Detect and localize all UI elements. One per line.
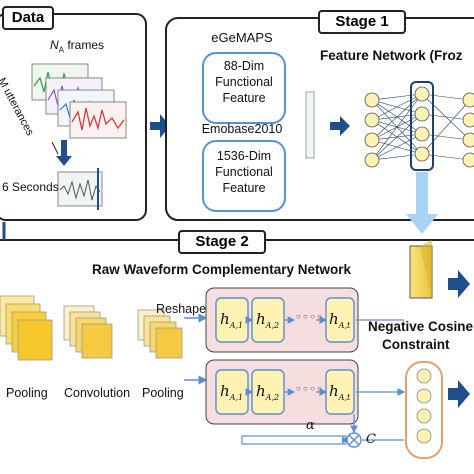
waveform-network-title: Raw Waveform Complementary Network xyxy=(92,262,352,277)
h-at-row1: hA,t xyxy=(329,310,351,330)
h-a2-row2: hA,2 xyxy=(256,382,280,402)
pooling1-label: Pooling xyxy=(6,386,48,400)
alpha-label: α xyxy=(306,418,315,433)
h-a1-row2: hA,1 xyxy=(220,382,244,402)
emobase-label: Emobase2010 xyxy=(201,122,283,136)
stage1-badge-label: Stage 1 xyxy=(335,13,389,30)
six-second-waveform xyxy=(57,168,103,210)
pooling2-label: Pooling xyxy=(142,386,184,400)
seconds-label: 6 Seconds xyxy=(2,180,59,194)
highlighted-layer xyxy=(410,81,434,171)
stage1-to-network-arrow xyxy=(330,116,350,136)
frames-label: NA frames xyxy=(50,38,105,55)
c-label: C xyxy=(366,432,376,447)
h-a1-row1: hA,1 xyxy=(220,310,244,330)
stage2-badge-label: Stage 2 xyxy=(195,233,249,250)
lstm-links xyxy=(245,316,328,396)
utterances-line xyxy=(51,141,59,155)
egemaps-label: eGeMAPS xyxy=(211,30,273,45)
constraint-out-arrow xyxy=(448,380,470,408)
feature-out-arrow xyxy=(448,270,470,298)
stage1-badge: Stage 1 xyxy=(318,10,406,34)
blue-down-arrow-shaft xyxy=(416,172,428,216)
negative-cosine-constraint: Negative Cosine Constraint xyxy=(368,319,474,352)
data-down-arrowhead xyxy=(56,156,72,166)
feature-1536-box xyxy=(202,140,286,212)
stage2-badge: Stage 2 xyxy=(178,230,266,254)
convolution-label: Convolution xyxy=(64,386,131,400)
dots-row2: ○ ○ ○ ○ xyxy=(296,384,322,393)
data-badge: Data xyxy=(2,6,54,30)
data-badge-label: Data xyxy=(11,9,45,26)
blue-down-arrowhead xyxy=(406,214,438,234)
feature-88-box xyxy=(202,52,286,124)
feature-network xyxy=(371,93,471,161)
functional-feature-bar xyxy=(305,91,315,159)
frames-stack xyxy=(31,63,127,139)
h-a2-row1: hA,2 xyxy=(256,310,280,330)
alpha-bar xyxy=(241,435,347,445)
lstm-row1-cells xyxy=(215,297,355,343)
conv-stack-pooling1 xyxy=(0,295,53,361)
reshape-label: Reshape xyxy=(156,302,207,316)
network-nodes xyxy=(364,86,474,168)
h-at-row2: hA,t xyxy=(329,382,351,402)
feature-network-title: Feature Network (Froz xyxy=(320,48,463,63)
conv-stack-pooling2 xyxy=(137,309,183,359)
conv-stack-convolution xyxy=(63,305,113,359)
output-nodes xyxy=(416,368,432,444)
lstm-row2-cells xyxy=(215,369,355,415)
dots-row1: ○ ○ ○ ○ xyxy=(296,312,322,321)
